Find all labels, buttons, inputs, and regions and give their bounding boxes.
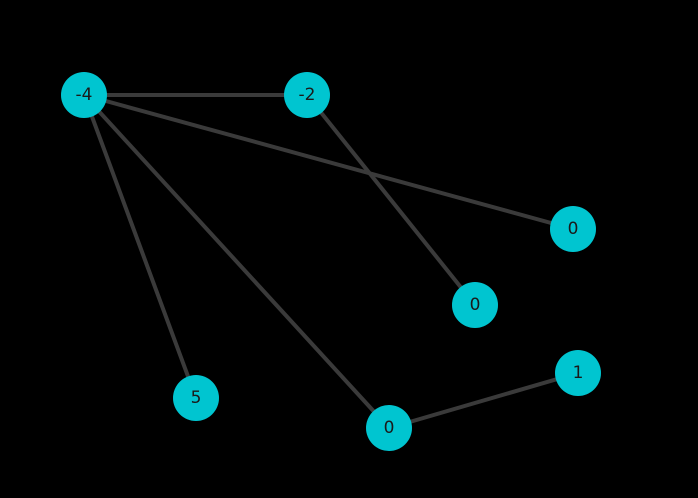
nodes-layer: -4 -2 0 0 1 5 0 — [61, 72, 601, 451]
node-label: -4 — [76, 85, 93, 105]
graph-node: 5 — [173, 375, 219, 421]
node-circle — [452, 282, 498, 328]
graph-edge — [82, 93, 391, 430]
node-circle — [550, 206, 596, 252]
node-circle — [366, 405, 412, 451]
graph-node: 1 — [555, 350, 601, 396]
edges-layer — [82, 93, 580, 430]
node-label: 0 — [568, 219, 579, 239]
node-label: 5 — [191, 388, 202, 408]
node-label: 1 — [573, 363, 584, 383]
node-label: -2 — [299, 85, 316, 105]
graph-node: -2 — [284, 72, 330, 118]
node-circle — [61, 72, 107, 118]
graph-node: 0 — [452, 282, 498, 328]
graph-edge — [82, 93, 575, 231]
node-label: 0 — [470, 295, 481, 315]
graph-node: -4 — [61, 72, 107, 118]
graph-edge — [305, 93, 477, 307]
node-circle — [555, 350, 601, 396]
graph-edge — [82, 93, 198, 400]
graph-edge — [387, 371, 580, 430]
node-label: 0 — [384, 418, 395, 438]
node-circle — [173, 375, 219, 421]
graph-node: 0 — [550, 206, 596, 252]
node-circle — [284, 72, 330, 118]
graph-node: 0 — [366, 405, 412, 451]
